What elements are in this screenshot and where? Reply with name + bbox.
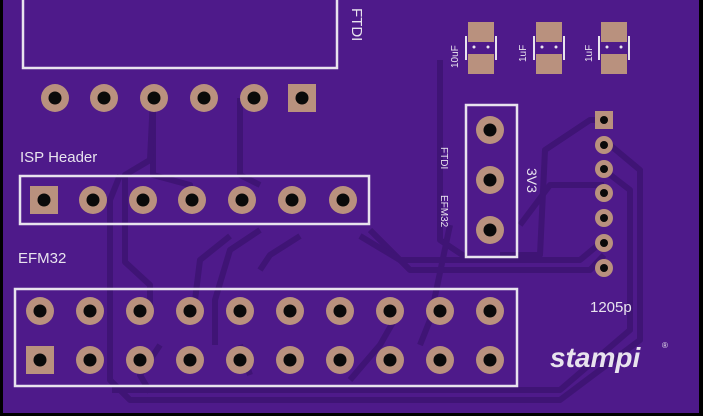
pin-efm32-bottom-6 — [276, 346, 304, 374]
capacitor-1uf-a — [533, 22, 565, 74]
pin-1205p-3 — [595, 160, 613, 178]
pin-ftdi-5 — [240, 84, 268, 112]
pin-isp-3 — [129, 186, 157, 214]
capacitor-10uf — [465, 22, 497, 74]
efm32-pin-grid — [26, 297, 504, 374]
pin-efm32-top-9 — [426, 297, 454, 325]
pin-1205p-2 — [595, 136, 613, 154]
pin-jumper-efm32 — [476, 216, 504, 244]
pin-efm32-bottom-2 — [76, 346, 104, 374]
pin-jumper-3v3 — [476, 166, 504, 194]
pin-efm32-bottom-3 — [126, 346, 154, 374]
pin-ftdi-4 — [190, 84, 218, 112]
jumper-ftdi-label: FTDI — [438, 147, 449, 169]
pin-efm32-bottom-9 — [426, 346, 454, 374]
efm32-header-outline — [13, 287, 519, 388]
capacitor-10uf-label: 10uF — [450, 45, 461, 68]
pin-efm32-top-4 — [176, 297, 204, 325]
pin-1205p-7 — [595, 259, 613, 277]
pin-efm32-top-5 — [226, 297, 254, 325]
pin-efm32-bottom-8 — [376, 346, 404, 374]
pin-isp-2 — [79, 186, 107, 214]
pin-1205p-6 — [595, 234, 613, 252]
capacitor-1uf-a-label: 1uF — [518, 45, 529, 62]
pin-isp-5 — [228, 186, 256, 214]
pin-ftdi-1 — [41, 84, 69, 112]
ftdi-top-label: FTDI — [348, 8, 365, 41]
ftdi-pin-row — [41, 84, 316, 112]
pin-jumper-ftdi — [476, 116, 504, 144]
pin-isp-7 — [329, 186, 357, 214]
pin-efm32-top-10 — [476, 297, 504, 325]
pin-isp-6 — [278, 186, 306, 214]
power-jumper-pins — [476, 116, 504, 244]
power-jumper-outline — [464, 103, 519, 259]
pin-isp-1 — [30, 186, 58, 214]
efm32-header-label: EFM32 — [18, 250, 66, 267]
stampi-logo: stampi — [550, 342, 641, 373]
registered-mark: ® — [662, 341, 668, 350]
header-1205p-pins — [595, 111, 613, 277]
ftdi-connector-outline — [21, 0, 339, 70]
pin-efm32-top-1 — [26, 297, 54, 325]
pin-efm32-top-2 — [76, 297, 104, 325]
isp-header-label: ISP Header — [20, 149, 97, 166]
isp-header-outline — [18, 174, 371, 226]
pin-1205p-5 — [595, 209, 613, 227]
pin-efm32-bottom-7 — [326, 346, 354, 374]
isp-pin-row — [30, 186, 357, 214]
pin-efm32-bottom-1 — [26, 346, 54, 374]
pin-efm32-top-8 — [376, 297, 404, 325]
pin-ftdi-6 — [288, 84, 316, 112]
pin-ftdi-3 — [140, 84, 168, 112]
capacitor-1uf-b — [598, 22, 630, 74]
pin-1205p-1 — [595, 111, 613, 129]
pin-efm32-bottom-5 — [226, 346, 254, 374]
jumper-efm32-label: EFM32 — [438, 195, 449, 228]
capacitor-1uf-b-label: 1uF — [584, 45, 595, 62]
pin-1205p-4 — [595, 184, 613, 202]
footprint-1205p-label: 1205p — [590, 299, 632, 316]
pin-efm32-bottom-4 — [176, 346, 204, 374]
pin-efm32-top-3 — [126, 297, 154, 325]
jumper-3v3-label: 3V3 — [524, 168, 540, 193]
pin-efm32-top-7 — [326, 297, 354, 325]
pin-efm32-top-6 — [276, 297, 304, 325]
pin-efm32-bottom-10 — [476, 346, 504, 374]
pin-isp-4 — [178, 186, 206, 214]
pin-ftdi-2 — [90, 84, 118, 112]
